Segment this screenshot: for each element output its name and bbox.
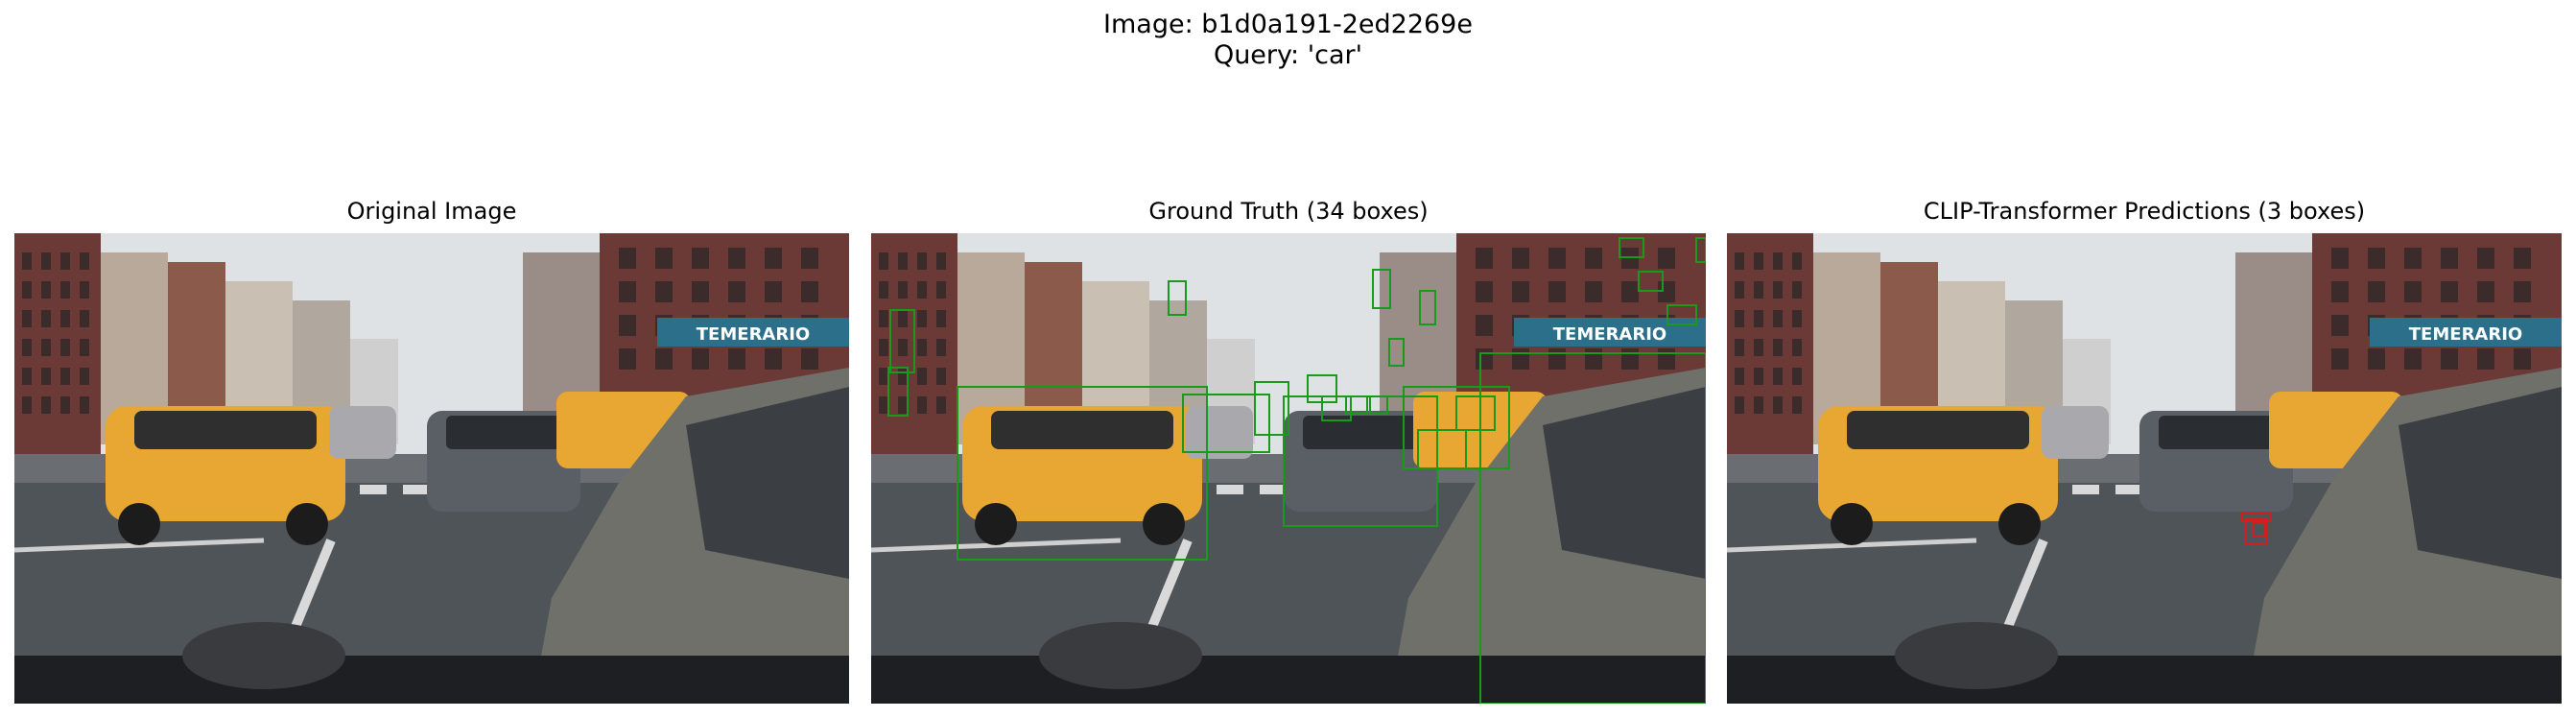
ground-truth-box <box>1419 290 1436 325</box>
ground-truth-box <box>1254 381 1289 436</box>
store-sign <box>1514 318 1706 347</box>
panel-original: TEMERARIO <box>14 233 849 704</box>
street-scene-image: TEMERARIO <box>1727 233 2562 704</box>
suv <box>329 406 396 459</box>
predicted-boxes-overlay <box>2240 513 2271 545</box>
ground-truth-box <box>1666 304 1697 325</box>
panel-title-ground-truth: Ground Truth (34 boxes) <box>1148 198 1429 225</box>
predicted-box <box>2244 518 2267 545</box>
store-sign-text: TEMERARIO <box>2409 324 2522 345</box>
ground-truth-box <box>1619 237 1644 258</box>
ground-truth-box <box>1345 395 1368 415</box>
dashboard <box>871 656 1706 704</box>
dashboard <box>1727 656 2562 704</box>
panel-title-original: Original Image <box>346 198 517 225</box>
ground-truth-box <box>1321 395 1352 421</box>
ground-truth-box <box>1695 237 1706 263</box>
panel-ground-truth: TEMERARIO <box>871 233 1706 704</box>
predicted-box <box>2240 513 2271 522</box>
dashboard <box>14 656 849 704</box>
ground-truth-boxes-overlay <box>887 237 1706 704</box>
suv <box>2042 406 2109 459</box>
panel-title-predictions: CLIP-Transformer Predictions (3 boxes) <box>1923 198 2366 225</box>
query-label: Query: 'car' <box>1213 40 1363 70</box>
ground-truth-box <box>1372 269 1391 309</box>
image-id-label: Image: b1d0a191-2ed2269e <box>1103 10 1473 39</box>
ground-truth-box <box>1479 352 1706 704</box>
ground-truth-box <box>1168 280 1187 316</box>
ground-truth-box <box>887 367 909 417</box>
panel-predictions: TEMERARIO <box>1727 233 2562 704</box>
store-sign <box>657 318 849 347</box>
ground-truth-box <box>1369 395 1388 415</box>
ground-truth-box <box>957 386 1208 561</box>
street-scene-image: TEMERARIO <box>871 233 1706 704</box>
store-sign <box>2370 318 2562 347</box>
ground-truth-box <box>1182 394 1270 453</box>
ground-truth-box <box>1638 271 1664 292</box>
ground-truth-box <box>1455 395 1496 431</box>
street-scene-image: TEMERARIO <box>14 233 849 704</box>
store-sign-text: TEMERARIO <box>1553 324 1666 345</box>
figure-title: Image: b1d0a191-2ed2269e Query: 'car' <box>0 10 2576 71</box>
ground-truth-box <box>1388 338 1405 367</box>
suv <box>1186 406 1253 459</box>
predicted-box <box>2252 522 2265 538</box>
store-sign-text: TEMERARIO <box>697 324 810 345</box>
ground-truth-box <box>889 309 915 373</box>
ground-truth-box <box>1417 429 1467 469</box>
ground-truth-box <box>1283 395 1438 527</box>
